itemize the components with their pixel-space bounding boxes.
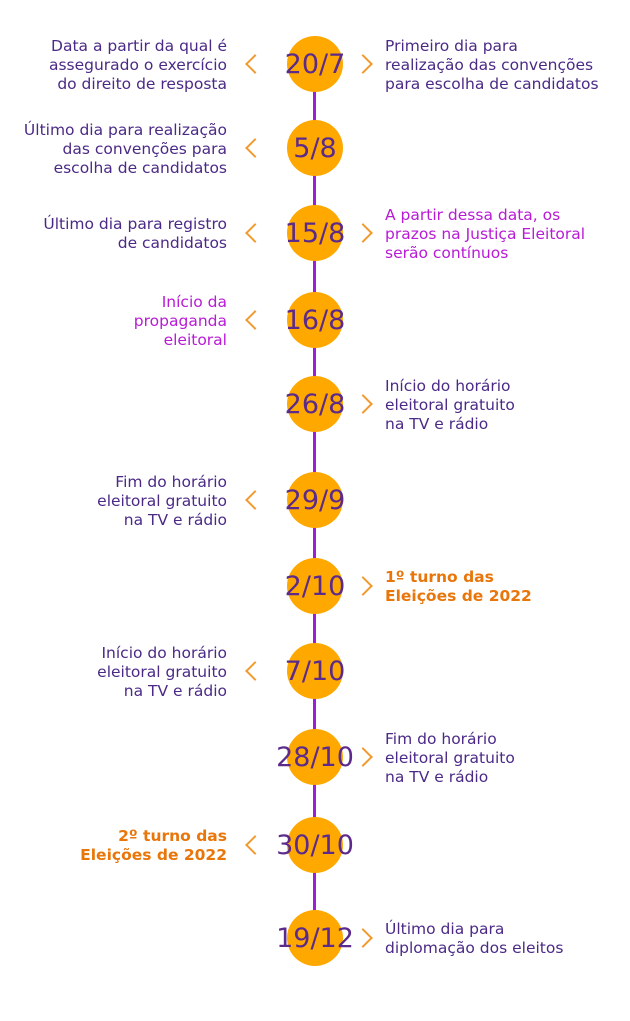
timeline-node [287, 292, 343, 348]
timeline-node [287, 643, 343, 699]
timeline-node [287, 910, 343, 966]
label-line: na TV e rádio [385, 767, 489, 786]
label-line: na TV e rádio [123, 510, 227, 529]
label-line: Início do horário [101, 643, 227, 662]
timeline-date: 19/12 [276, 923, 354, 954]
timeline-node [287, 729, 343, 785]
timeline-node [287, 472, 343, 528]
timeline-node [287, 376, 343, 432]
label-line: Eleições de 2022 [80, 846, 227, 864]
label-line: 2º turno das [118, 827, 227, 845]
label-line: eleitoral [163, 330, 227, 349]
timeline-date: 20/7 [284, 49, 346, 80]
timeline-date: 30/10 [276, 830, 354, 861]
label-line: serão contínuos [385, 243, 509, 262]
timeline-node [287, 817, 343, 873]
label-line: Fim do horário [385, 729, 497, 748]
label-line: eleitoral gratuito [385, 748, 515, 767]
label-line: Último dia para realização [23, 120, 227, 139]
label-line: na TV e rádio [123, 681, 227, 700]
label-line: propaganda [133, 311, 227, 330]
label-line: 1º turno das [385, 568, 494, 586]
label-line: Início do horário [385, 376, 511, 395]
timeline-date: 15/8 [284, 218, 346, 249]
label-line: assegurado o exercício [48, 55, 227, 74]
label-line: diplomação dos eleitos [385, 939, 564, 957]
label-line: Início da [161, 292, 227, 311]
label-line: eleitoral gratuito [97, 662, 227, 681]
timeline-node [287, 205, 343, 261]
label-line: na TV e rádio [385, 414, 489, 433]
label-line: escolha de candidatos [53, 158, 227, 177]
label-line: Primeiro dia para [385, 36, 518, 55]
label-line: A partir dessa data, os [385, 205, 561, 224]
timeline-date: 2/10 [284, 571, 346, 602]
timeline-date: 29/9 [284, 485, 346, 516]
label-line: Eleições de 2022 [385, 587, 532, 605]
timeline-date: 16/8 [284, 305, 346, 336]
label-line: Fim do horário [115, 472, 227, 491]
label-line: das convenções para [62, 139, 227, 158]
label-line: para escolha de candidatos [385, 74, 599, 93]
label-line: Último dia para [385, 920, 505, 938]
label-line: prazos na Justiça Eleitoral [385, 224, 586, 243]
label-line: Último dia para registro [43, 215, 227, 233]
label-line: Data a partir da qual é [51, 36, 227, 55]
label-line: eleitoral gratuito [385, 395, 515, 414]
timeline-node [287, 120, 343, 176]
label-line: eleitoral gratuito [97, 491, 227, 510]
label-line: de candidatos [117, 234, 227, 252]
timeline-node [287, 36, 343, 92]
timeline-node [287, 558, 343, 614]
timeline-date: 5/8 [293, 133, 337, 164]
timeline-date: 26/8 [284, 389, 346, 420]
label-line: do direito de resposta [57, 74, 227, 93]
timeline-date: 28/10 [276, 742, 354, 773]
timeline-date: 7/10 [284, 656, 346, 687]
label-line: realização das convenções [385, 55, 594, 74]
